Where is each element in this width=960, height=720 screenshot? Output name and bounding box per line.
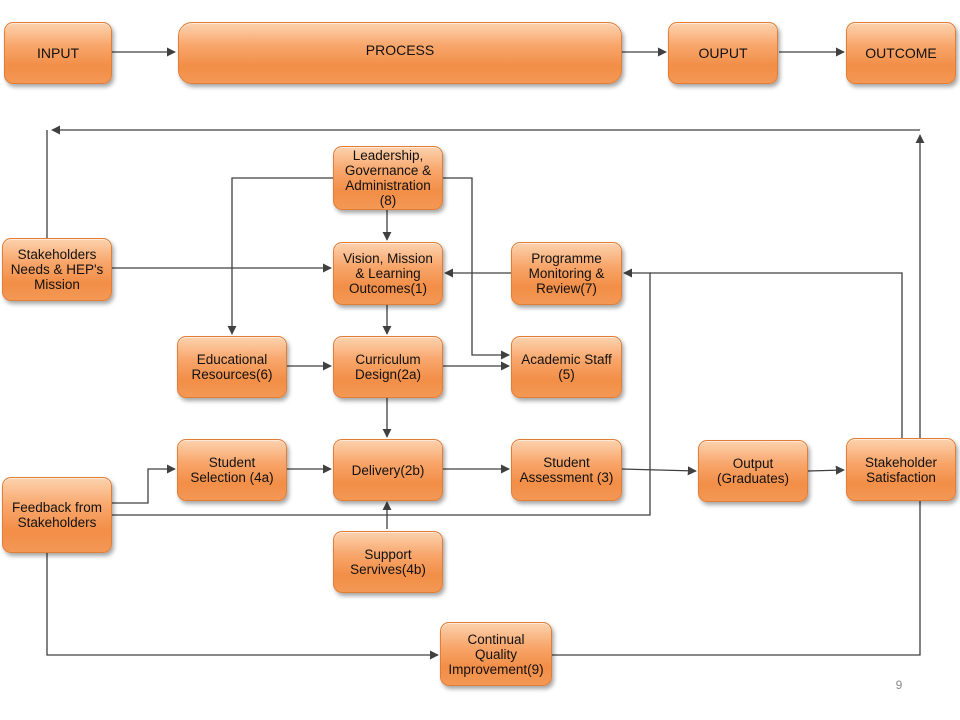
input-box: INPUT (4, 22, 112, 84)
continual-quality-improvement-box: Continual Quality Improvement(9) (440, 622, 552, 686)
process-box: PROCESS (178, 22, 622, 84)
stakeholders-needs-box: Stakeholders Needs & HEP's Mission (2, 238, 112, 301)
arrow-leadership-staff (443, 177, 510, 360)
loop-cqi-to-right (552, 134, 925, 656)
page-number: 9 (895, 678, 903, 692)
stakeholder-satisfaction-box: Stakeholder Satisfaction (846, 438, 956, 501)
delivery-box: Delivery(2b) (333, 439, 443, 501)
arrow-leadership-resources (227, 177, 333, 335)
student-assessment-box: Student Assessment (3) (511, 439, 622, 501)
arrow-satisfaction-monitoring (650, 272, 903, 438)
curriculum-design-box: Curriculum Design(2a) (333, 336, 443, 398)
support-services-box: Support Servives(4b) (333, 531, 443, 593)
programme-monitoring-box: Programme Monitoring & Review(7) (511, 242, 622, 305)
arrow-assessment-output (621, 466, 697, 476)
leadership-governance-box: Leadership, Governance & Administration … (333, 146, 443, 210)
educational-resources-box: Educational Resources(6) (177, 336, 287, 398)
vision-mission-box: Vision, Mission & Learning Outcomes(1) (333, 242, 443, 305)
loop-left-to-cqi (46, 553, 439, 660)
feedback-stakeholders-box: Feedback from Stakeholders (2, 477, 112, 553)
output-graduates-box: Output (Graduates) (698, 440, 808, 502)
arrow-output-satisfaction (807, 465, 845, 475)
academic-staff-box: Academic Staff (5) (511, 336, 622, 398)
output-box: OUPUT (668, 22, 778, 84)
outcome-box: OUTCOME (846, 22, 956, 84)
student-selection-box: Student Selection (4a) (177, 439, 287, 501)
arrow-feedback-selection (112, 464, 176, 504)
arrow-feedback-monitoring (112, 268, 651, 516)
